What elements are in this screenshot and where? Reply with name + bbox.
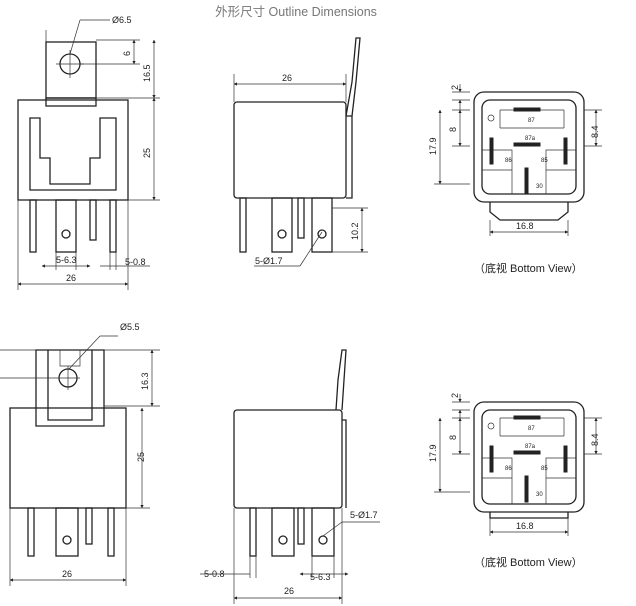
pin-85-label: 85 (541, 158, 548, 164)
hole-dia-label-2: Ø5.5 (120, 322, 140, 332)
top-front-view: Ø6.5 6 16.5 25 5-6.3 5-0.8 26 (17, 15, 160, 290)
dim-8-4-label: 8.4 (590, 125, 600, 138)
pin-30-label: 30 (536, 184, 543, 190)
body-height-label-2: 25 (136, 452, 146, 462)
dim-16-8-label: 16.8 (516, 221, 534, 231)
bottom-view-caption: （底视 Bottom View） (474, 261, 583, 275)
bottom-side-view: 5-Ø1.7 5-0.8 5-6.3 26 (200, 349, 380, 604)
dim-2-label: 2 (450, 85, 460, 90)
body-height-label: 25 (142, 148, 152, 158)
tab-offset-label: 6 (122, 51, 132, 56)
side-width-label: 26 (282, 73, 292, 83)
pin-length-label: 10.2 (350, 222, 360, 240)
body-width-label: 26 (66, 273, 76, 283)
pin-87-label-2: 87 (528, 426, 535, 432)
pin-87a-label: 87a (525, 136, 536, 142)
top-bottom-view: 87 87a 86 85 30 2 8 17.9 8.4 16.8 （底视 Bo… (428, 84, 602, 275)
top-side-view: 26 10.2 5-Ø1.7 (233, 37, 368, 267)
dim-8-label: 8 (448, 127, 458, 132)
body-width-label-2: 26 (62, 569, 72, 579)
bottom-view-caption-2: （底视 Bottom View） (474, 555, 583, 569)
pin-30-label-2: 30 (536, 492, 543, 498)
pin-width-label-2: 5-6.3 (310, 572, 331, 582)
page-title: 外形尺寸 Outline Dimensions (215, 5, 377, 19)
tab-height-label-2: 16.3 (140, 372, 150, 390)
pin-hole-label-2: 5-Ø1.7 (350, 510, 378, 520)
bottom-bottom-view: 87 87a 86 85 30 2 8 17.9 8.4 16.8 （底视 Bo… (428, 393, 602, 569)
pin-hole-label: 5-Ø1.7 (255, 256, 283, 266)
pin-86-label: 86 (505, 158, 512, 164)
pin-thick-label: 5-0.8 (125, 257, 146, 267)
pin-87-label: 87 (528, 118, 535, 124)
side-width-label-2: 26 (284, 586, 294, 596)
hole-dia-label: Ø6.5 (112, 15, 132, 25)
pin-86-label-2: 86 (505, 466, 512, 472)
dim-8-4-label-2: 8.4 (590, 433, 600, 446)
bottom-front-view: Ø5.5 16.3 25 26 (0, 322, 160, 586)
pin-thick-label-2: 5-0.8 (204, 569, 225, 579)
tab-height-label: 16.5 (142, 64, 152, 82)
pin-width-label: 5-6.3 (56, 255, 77, 265)
dim-2-label-2: 2 (450, 393, 460, 398)
dim-8-label-2: 8 (448, 435, 458, 440)
pin-87a-label-2: 87a (525, 444, 536, 450)
pin-85-label-2: 85 (541, 466, 548, 472)
dim-17-9-label: 17.9 (428, 137, 438, 155)
dim-17-9-label-2: 17.9 (428, 444, 438, 462)
dim-16-8-label-2: 16.8 (516, 521, 534, 531)
